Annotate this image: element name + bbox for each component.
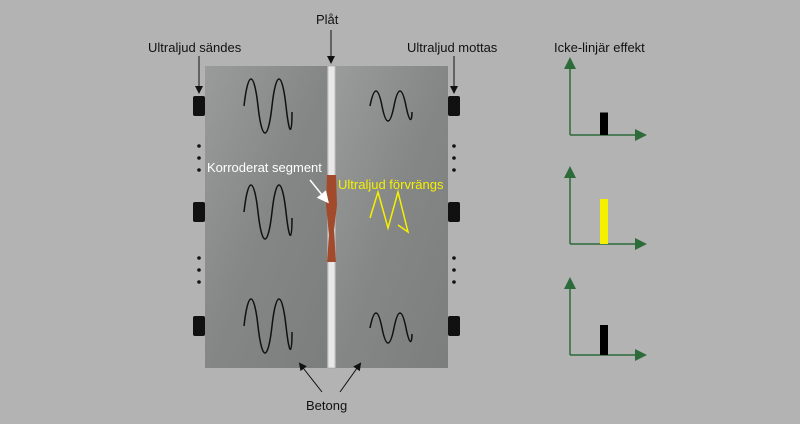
- concrete-arrow-left: [298, 362, 323, 393]
- effect-bar: [600, 112, 608, 135]
- plate-label: Plåt: [316, 12, 339, 27]
- concrete-right: [336, 66, 448, 368]
- corroded-arrow: [309, 179, 329, 204]
- concrete-arrow-right: [339, 362, 362, 393]
- transducers-left: [193, 96, 205, 336]
- effect-bar: [600, 199, 608, 244]
- distorted-label: Ultraljud förvrängs: [338, 177, 444, 192]
- corroded-label: Korroderat segment: [207, 160, 322, 175]
- sound-waves: [243, 78, 413, 354]
- effect-bar: [600, 325, 608, 355]
- concrete-label: Betong: [306, 398, 348, 413]
- received-label: Ultraljud mottas: [407, 40, 498, 55]
- transducers-right: [448, 96, 460, 336]
- corroded-segment: [326, 175, 337, 262]
- effect-label: Icke-linjär effekt: [554, 40, 645, 55]
- concrete-left: [205, 66, 327, 368]
- sent-label: Ultraljud sändes: [148, 40, 242, 55]
- effect-charts: [564, 57, 647, 361]
- distorted-wave: [369, 189, 410, 234]
